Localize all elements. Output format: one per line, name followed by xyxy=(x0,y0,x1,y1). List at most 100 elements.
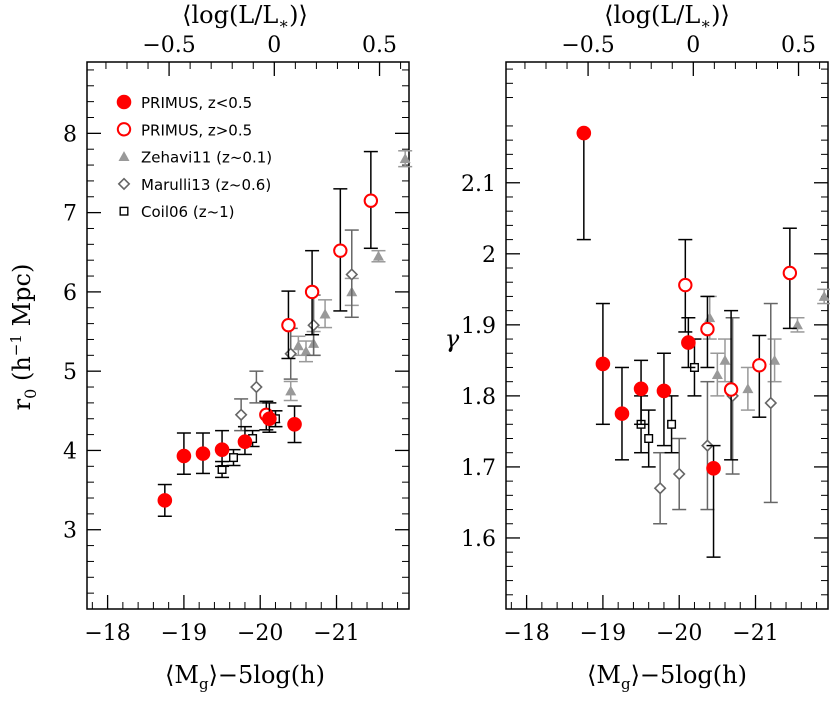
right-x-title: ⟨Mg⟩−5log(h) xyxy=(587,661,747,693)
legend-marker xyxy=(118,151,130,161)
x-tick-label: −19 xyxy=(161,621,207,646)
y-tick-label: 1.7 xyxy=(461,456,496,481)
data-point xyxy=(237,434,253,450)
y-tick-label: 6 xyxy=(63,281,77,306)
data-point xyxy=(287,416,302,432)
x2-tick-label: −0.5 xyxy=(561,33,614,58)
svg-text:⟨log(L/L∗)⟩: ⟨log(L/L∗)⟩ xyxy=(182,1,308,33)
y-tick-label: 2.1 xyxy=(461,172,496,197)
x-tick-label: −21 xyxy=(313,621,359,646)
data-point xyxy=(723,382,739,397)
data-point xyxy=(576,125,592,141)
x-tick-label: −19 xyxy=(580,621,626,646)
svg-text:⟨log(L/L∗)⟩: ⟨log(L/L∗)⟩ xyxy=(604,1,730,33)
x-tick-label: −18 xyxy=(84,621,130,646)
x2-tick-label: 0.5 xyxy=(781,33,816,58)
data-point xyxy=(644,434,654,444)
legend-label: PRIMUS, z>0.5 xyxy=(141,121,252,139)
data-point xyxy=(769,354,781,365)
data-point xyxy=(157,493,173,508)
left-panel: −18 −19 −20 −21 −0.5 0 0.5 3 4 5 6 7 8 PRIMUS, z<0.5P… xyxy=(63,33,413,646)
data-point xyxy=(752,358,767,373)
x2-tick-label: 0 xyxy=(686,33,700,58)
data-point xyxy=(345,268,359,281)
x2-tick-label: 0 xyxy=(267,33,281,58)
y-tick-label: 2 xyxy=(482,243,496,268)
x-tick-label: −21 xyxy=(732,621,778,646)
data-point xyxy=(176,448,192,464)
plot-frame xyxy=(505,61,829,610)
data-point xyxy=(704,312,716,323)
y-tick-label: 4 xyxy=(63,439,77,464)
data-point xyxy=(195,446,211,461)
data-point xyxy=(262,411,277,427)
data-point xyxy=(595,356,611,372)
data-point xyxy=(711,369,723,379)
data-point xyxy=(214,442,230,457)
x-tick-label: −20 xyxy=(656,621,702,646)
legend-label: Coil06 (z~1) xyxy=(141,203,235,221)
legend-marker xyxy=(116,94,132,110)
right-y-title: γ xyxy=(445,325,460,353)
data-point xyxy=(791,319,803,330)
y-tick-label: 3 xyxy=(63,519,77,544)
data-point xyxy=(678,277,693,293)
left-x-title: ⟨Mg⟩−5log(h) xyxy=(165,661,325,693)
y-tick-label: 8 xyxy=(63,122,77,147)
y-tick-label: 7 xyxy=(63,202,77,227)
x2-tick-label: −0.5 xyxy=(142,33,195,58)
data-point xyxy=(229,453,239,463)
data-point xyxy=(782,265,798,281)
data-point xyxy=(719,354,731,365)
data-point xyxy=(706,461,721,476)
svg-text:⟨Mg⟩−5log(h): ⟨Mg⟩−5log(h) xyxy=(165,661,325,693)
right-panel: −18 −19 −20 −21 −0.5 0 0.5 1.6 1.7 1.8 1.9 2 2.1 xyxy=(461,33,830,646)
data-point xyxy=(333,243,348,258)
data-point xyxy=(764,396,778,410)
data-point xyxy=(300,345,312,356)
legend-marker xyxy=(116,122,132,137)
data-point xyxy=(363,193,379,208)
legend-marker xyxy=(117,177,131,191)
x-tick-label: −18 xyxy=(503,621,549,646)
data-point xyxy=(307,318,320,332)
data-point xyxy=(399,153,411,164)
data-point xyxy=(292,340,304,351)
legend-label: Marulli13 (z~0.6) xyxy=(141,176,271,194)
right-x2-title: ⟨log(L/L∗)⟩ xyxy=(604,1,730,33)
data-point xyxy=(667,419,677,429)
svg-text:⟨Mg⟩−5log(h): ⟨Mg⟩−5log(h) xyxy=(587,661,747,693)
data-point xyxy=(372,250,384,261)
data-point xyxy=(319,308,331,319)
data-point xyxy=(656,383,672,399)
y-tick-label: 1.9 xyxy=(461,314,496,339)
svg-text:r0 (h−1 Mpc): r0 (h−1 Mpc) xyxy=(7,264,40,411)
data-point xyxy=(681,335,696,350)
data-point xyxy=(614,406,630,421)
data-point xyxy=(653,481,667,495)
x-tick-label: −20 xyxy=(237,621,283,646)
data-point xyxy=(250,380,263,394)
data-point xyxy=(234,408,248,422)
x2-tick-label: 0.5 xyxy=(362,33,397,58)
data-point xyxy=(818,290,830,301)
y-tick-label: 1.8 xyxy=(461,385,496,410)
left-x2-title: ⟨log(L/L∗)⟩ xyxy=(182,1,308,33)
data-point xyxy=(742,383,754,394)
data-point xyxy=(304,284,320,300)
data-point xyxy=(672,467,686,481)
plot-frame xyxy=(86,61,410,610)
legend-label: PRIMUS, z<0.5 xyxy=(141,94,252,112)
data-point xyxy=(281,317,296,333)
left-y-title: r0 (h−1 Mpc) xyxy=(7,264,40,411)
svg-text:γ: γ xyxy=(445,325,460,353)
legend-label: Zehavi11 (z~0.1) xyxy=(141,149,272,167)
data-point xyxy=(285,385,297,396)
data-point xyxy=(633,381,649,397)
legend-marker xyxy=(119,206,129,216)
y-tick-label: 5 xyxy=(63,360,77,385)
y-tick-label: 1.6 xyxy=(461,527,496,552)
data-point xyxy=(700,321,715,337)
